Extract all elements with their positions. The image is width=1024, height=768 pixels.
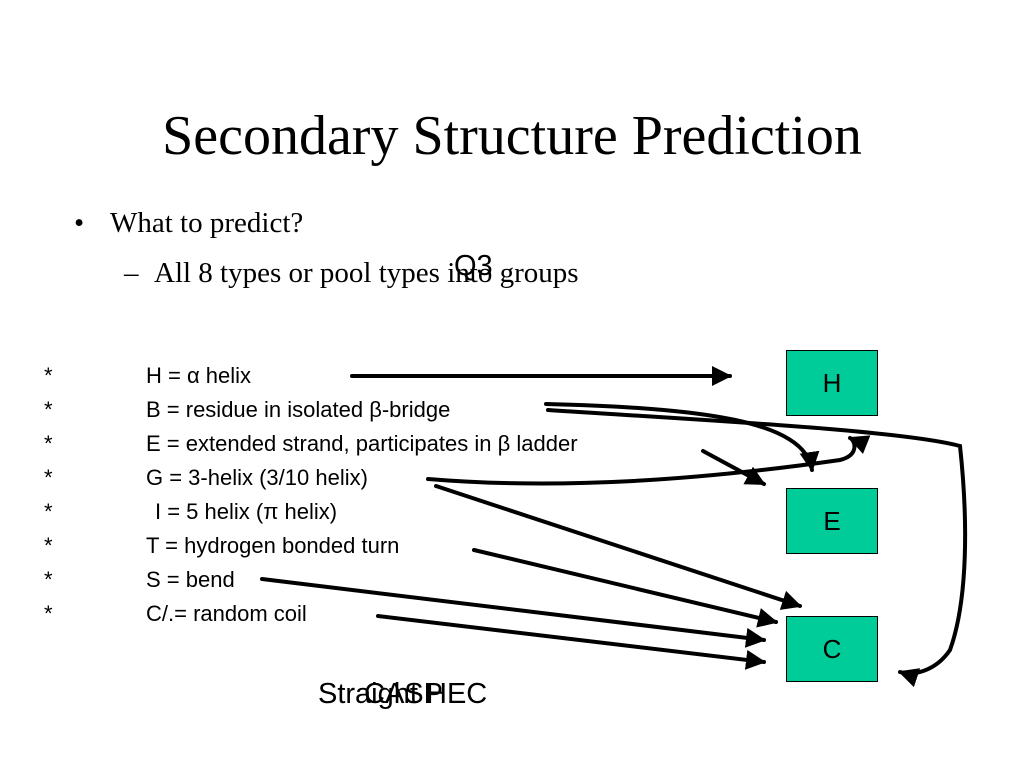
row-star: * bbox=[44, 533, 53, 558]
arrow-b-to-e bbox=[544, 402, 820, 472]
arrow-c-to-c bbox=[376, 614, 766, 670]
group-box-c: C bbox=[786, 616, 878, 682]
row-star: * bbox=[44, 499, 53, 524]
row-star: * bbox=[44, 601, 53, 626]
row-star: * bbox=[44, 431, 53, 456]
slide-title: Secondary Structure Prediction bbox=[162, 105, 862, 167]
footer-label-straight-hec: Straight HEC bbox=[318, 678, 488, 710]
bullet-what-to-predict: • What to predict? bbox=[74, 205, 303, 241]
row-text: C/.= random coil bbox=[146, 601, 307, 626]
row-text: S = bend bbox=[146, 567, 235, 592]
arrow-t-to-c bbox=[472, 548, 778, 628]
group-box-h: H bbox=[786, 350, 878, 416]
row-star: * bbox=[44, 567, 53, 592]
arrow-i-to-c bbox=[434, 484, 802, 610]
q3-label: Q3 bbox=[454, 250, 493, 282]
sub-bullet-marker: – bbox=[124, 257, 139, 289]
sub-bullet-pool-types: –All 8 types or pool types into groups bbox=[124, 255, 579, 291]
bullet-marker: • bbox=[74, 207, 85, 239]
row-star: * bbox=[44, 363, 53, 388]
row-text: E = extended strand, participates in β l… bbox=[146, 431, 578, 456]
sub-bullet-text: All 8 types or pool types into groups bbox=[154, 257, 579, 289]
arrow-s-to-c bbox=[260, 577, 766, 648]
row-text: H = α helix bbox=[146, 363, 252, 388]
arrow-g-to-h bbox=[426, 435, 871, 486]
row-star: * bbox=[44, 465, 53, 490]
row-star: * bbox=[44, 397, 53, 422]
row-text: I = 5 helix (π helix) bbox=[155, 499, 338, 524]
arrow-b-to-c bbox=[546, 408, 968, 688]
footer-label-casp: CASP bbox=[364, 678, 443, 710]
row-text: B = residue in isolated β-bridge bbox=[146, 397, 451, 422]
row-text: G = 3-helix (3/10 helix) bbox=[146, 465, 368, 490]
arrow-e-to-e bbox=[701, 449, 766, 486]
group-box-e: E bbox=[786, 488, 878, 554]
bullet-text: What to predict? bbox=[110, 207, 304, 239]
row-text: T = hydrogen bonded turn bbox=[146, 533, 400, 558]
